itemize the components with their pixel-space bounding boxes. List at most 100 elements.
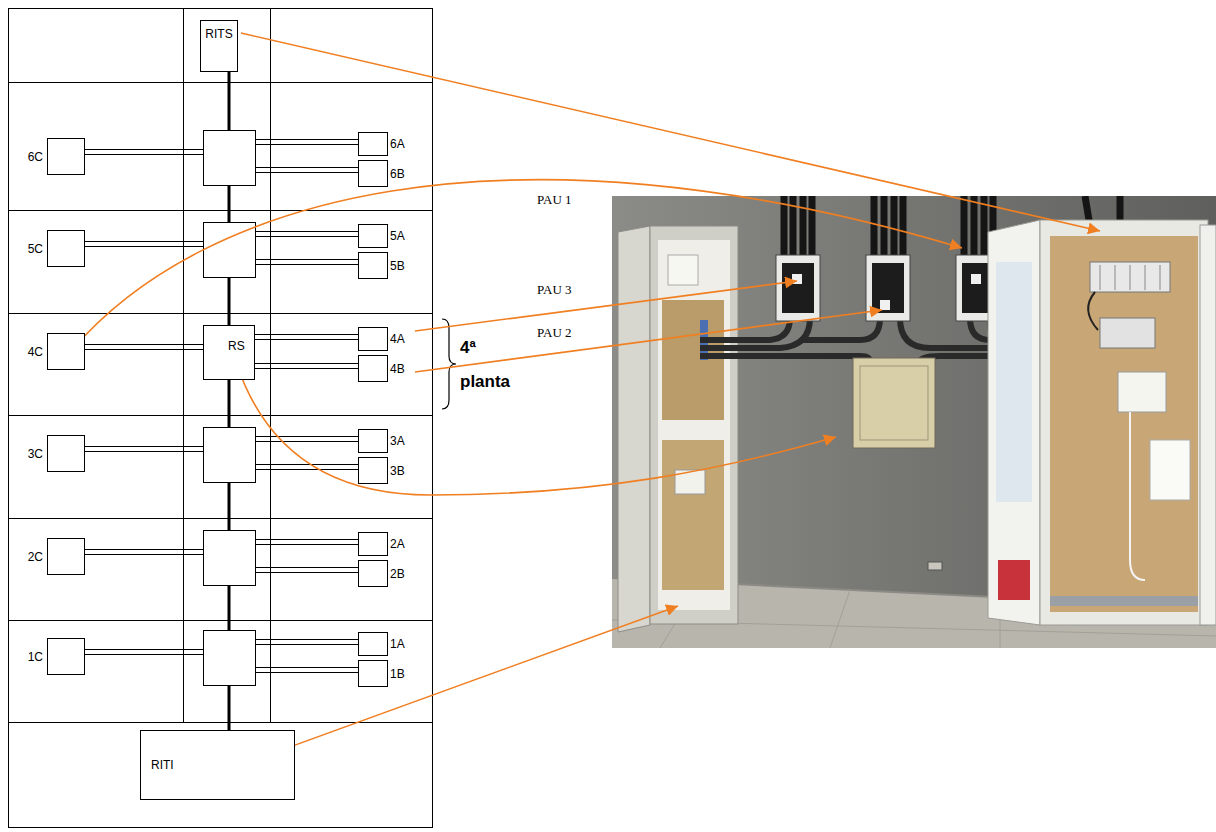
- cable: [85, 451, 203, 452]
- floor-line: [8, 82, 432, 83]
- photo: [612, 196, 1216, 648]
- callout-label: PAU 3: [537, 282, 572, 298]
- riser-box: [204, 428, 256, 483]
- node-label: 6C: [28, 150, 43, 164]
- cable-pair: [255, 335, 358, 340]
- conduit: [891, 196, 898, 258]
- riser-box: [204, 631, 256, 686]
- cable: [256, 236, 358, 237]
- node-label: 2A: [390, 537, 405, 551]
- cable: [256, 436, 358, 437]
- cabinet-door: [1200, 225, 1216, 625]
- node-label: 4A: [390, 332, 405, 346]
- cable: [256, 259, 358, 260]
- dwelling-box: 3C: [47, 435, 85, 472]
- cable: [256, 469, 358, 470]
- cable: [85, 344, 203, 345]
- cable-pair: [85, 345, 203, 350]
- dwelling-box: 3A: [358, 429, 388, 453]
- cable: [256, 464, 358, 465]
- leader-line: [232, 606, 678, 768]
- registro-secundario-box: [853, 358, 935, 448]
- cable: [256, 172, 358, 173]
- cable: [85, 446, 203, 447]
- pau-socket: [792, 274, 802, 284]
- node-label: 1B: [390, 667, 405, 681]
- pau-box: [776, 255, 820, 321]
- floor-label: 4ª planta: [460, 331, 522, 399]
- module-divider: [1160, 265, 1161, 290]
- floor-tile-line: [830, 590, 850, 648]
- floor-line: [8, 518, 432, 519]
- leader-line: [241, 33, 1100, 231]
- module-divider: [1100, 265, 1101, 290]
- pau-inside: [782, 263, 814, 313]
- cable: [256, 144, 358, 145]
- column-line: [270, 8, 271, 722]
- node-label: 2B: [390, 567, 405, 581]
- dwelling-box: 1C: [47, 638, 85, 675]
- node-label: 5A: [390, 229, 405, 243]
- pau-socket: [971, 274, 981, 284]
- floor-line: [8, 313, 432, 314]
- cable: [85, 549, 203, 550]
- leader-line: [236, 362, 836, 495]
- cabinet-board: [1050, 236, 1198, 612]
- riser-box: [204, 131, 256, 186]
- patch-cable: [1088, 292, 1098, 330]
- equipment-module: [1100, 318, 1155, 348]
- conduit: [809, 196, 816, 258]
- cabinet-body: [1040, 220, 1208, 625]
- conduit: [900, 196, 907, 258]
- node-label: 1C: [28, 650, 43, 664]
- dwelling-box: 1B: [358, 660, 388, 687]
- cable: [256, 231, 358, 232]
- cable: [255, 334, 358, 335]
- node-label: 3A: [390, 434, 405, 448]
- cable: [256, 139, 358, 140]
- node-label: 5C: [28, 242, 43, 256]
- cable: [256, 264, 358, 265]
- node-label: RITS: [205, 27, 232, 41]
- white-cable: [1130, 412, 1145, 580]
- cable: [85, 349, 203, 350]
- cable: [255, 339, 358, 340]
- dwelling-box: 4C: [47, 333, 85, 370]
- riser-box: RS: [203, 325, 255, 380]
- cable: [256, 567, 358, 568]
- room-box: RITS: [200, 20, 238, 72]
- floor-line: [8, 415, 432, 416]
- node-label: 2C: [28, 550, 43, 564]
- node-label: 3B: [390, 464, 405, 478]
- dwelling-box: 2C: [47, 538, 85, 575]
- cable: [255, 368, 358, 369]
- notice-sheet: [1150, 440, 1190, 500]
- cabinet-door: [618, 226, 650, 632]
- node-label: 3C: [28, 447, 43, 461]
- building-outline: [9, 9, 433, 828]
- door-tag: [998, 560, 1030, 600]
- cable: [85, 241, 203, 242]
- node-label: 4C: [28, 345, 43, 359]
- cable: [256, 539, 358, 540]
- pau-socket: [880, 300, 890, 310]
- floor-bracket: [442, 319, 456, 409]
- node-label: 6B: [390, 167, 405, 181]
- node-label: RS: [228, 339, 245, 353]
- cable: [85, 649, 203, 650]
- conduit: [971, 196, 978, 258]
- cable-pair: [255, 364, 358, 369]
- cable: [85, 246, 203, 247]
- dwelling-box: 2A: [358, 532, 388, 556]
- dwelling-box: 6C: [47, 138, 85, 175]
- cable: [256, 639, 358, 640]
- cable: [85, 149, 203, 150]
- conduit: [871, 196, 878, 258]
- floor-line: [8, 210, 432, 211]
- dwelling-box: 4B: [358, 355, 388, 382]
- column-line: [183, 8, 184, 722]
- node-label: RITI: [151, 758, 174, 772]
- cabinet-door: [988, 220, 1040, 625]
